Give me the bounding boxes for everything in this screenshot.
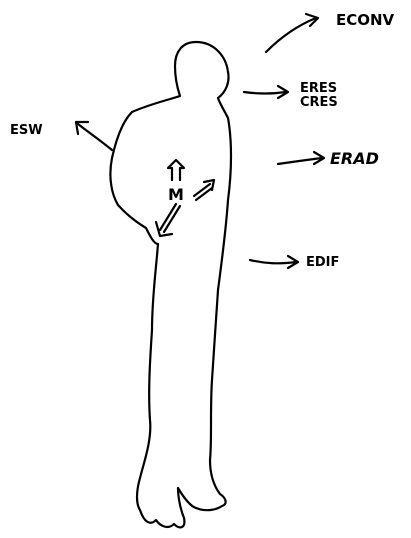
metabolic-up-arrow [168, 160, 184, 180]
label-erad: ERAD [330, 149, 379, 168]
eres-arrow [244, 92, 286, 94]
label-m: M [168, 185, 184, 204]
metabolic-down-arrow [156, 204, 180, 236]
label-ediff: EDIF [306, 255, 339, 270]
metabolic-right-arrow [194, 180, 214, 200]
human-silhouette [110, 42, 231, 527]
label-econv: ECONV [336, 11, 395, 29]
ediff-arrow [250, 260, 296, 263]
label-cres: CRES [300, 95, 338, 110]
econv-arrow [266, 18, 316, 52]
esw-arrow [78, 124, 112, 150]
label-esw: ESW [10, 123, 43, 138]
label-eres: ERES [300, 81, 337, 96]
